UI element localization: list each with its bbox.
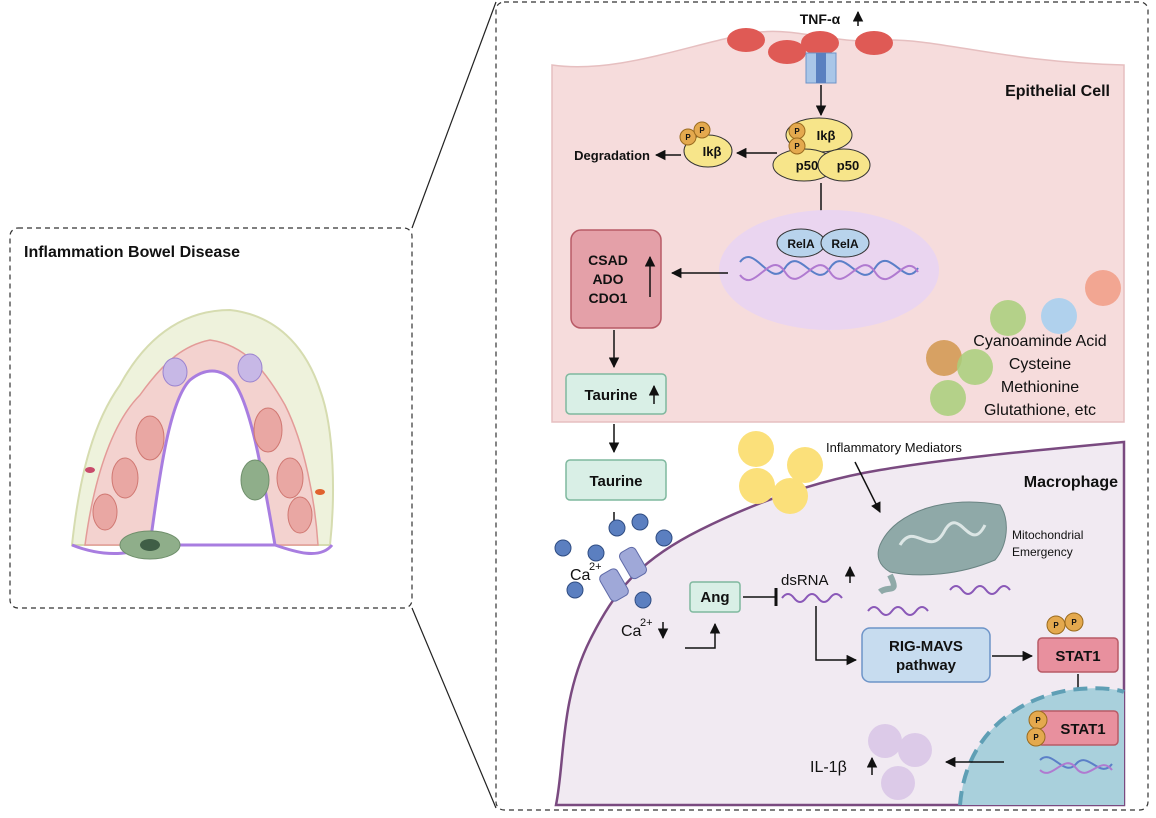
mediators-label: Inflammatory Mediators (826, 440, 962, 455)
taurine-box-macrophage (565, 459, 667, 501)
ca-label-inside: Ca (621, 623, 642, 640)
calcium-ions (554, 513, 673, 609)
epithelial-nucleus (719, 210, 939, 330)
mediator-dots (738, 431, 823, 514)
stat1-box (1037, 637, 1119, 673)
complex-phospho-1: P (794, 127, 800, 136)
enzyme-ado: ADO (592, 271, 623, 287)
ibd-panel: Inflammation Bowel Disease (9, 227, 413, 609)
tnf-label: TNF-α (800, 11, 841, 27)
tnf-receptor (727, 28, 893, 84)
precursor-4: Glutathione, etc (984, 402, 1096, 419)
taurine-box-epithelial (565, 373, 667, 415)
stat1-nuclear-phospho-2 (1026, 727, 1046, 747)
il1b-label: IL-1β (810, 759, 847, 776)
complex-p50-left-label: p50 (796, 158, 818, 173)
rela-label-left: RelA (787, 237, 815, 251)
complex-p50-right-label: p50 (837, 158, 859, 173)
stat1-nuclear-label: STAT1 (1060, 721, 1105, 738)
dsrna-squiggle-1 (867, 606, 929, 616)
ca-sup-inside: 2+ (640, 617, 653, 629)
mitochondria (877, 501, 1007, 595)
ibd-title: Inflammation Bowel Disease (24, 244, 240, 261)
ca-sup-outside: 2+ (589, 561, 602, 573)
complex-phospho-2: P (794, 142, 800, 151)
arrow-ca-to-ang (685, 622, 721, 649)
stat1-nuclear-phospho-label-1: P (1035, 716, 1041, 725)
stat1-phospho-2 (1064, 612, 1084, 632)
free-ikb (679, 121, 733, 168)
mito-label-line1: Mitochondrial (1012, 528, 1083, 542)
ikb-p50-complex (772, 117, 871, 182)
free-ikb-phospho-2: P (699, 126, 705, 135)
precursor-dots (926, 270, 1121, 416)
rela-label-right: RelA (831, 237, 859, 251)
stat1-phospho-label-1: P (1053, 621, 1059, 630)
enzyme-box (570, 229, 662, 329)
arrow-mediators-to-mito (854, 461, 881, 513)
dsrna-label: dsRNA (781, 572, 829, 589)
pathway-line1: RIG-MAVS (889, 638, 963, 655)
enzyme-cdo1: CDO1 (589, 290, 628, 306)
calcium-channel (599, 546, 647, 602)
stat1-phospho-label-2: P (1071, 618, 1077, 627)
ca-label-outside: Ca (570, 567, 591, 584)
ang-box (689, 581, 741, 613)
rig-mavs-box (861, 627, 991, 683)
macrophage-label: Macrophage (1024, 474, 1118, 491)
stat1-label: STAT1 (1055, 648, 1100, 665)
complex-ikb-label: Ikβ (817, 128, 836, 143)
free-ikb-phospho-1: P (685, 133, 691, 142)
epithelial-cell-label: Epithelial Cell (1005, 83, 1110, 100)
taurine-label-macrophage: Taurine (589, 473, 642, 490)
pathway-line2: pathway (896, 657, 957, 674)
degradation-label: Degradation (574, 148, 650, 163)
precursor-2: Cysteine (1009, 356, 1071, 373)
enzyme-csad: CSAD (588, 252, 628, 268)
villus-illustration (70, 308, 334, 560)
ang-label: Ang (700, 589, 729, 606)
zoom-connector-bottom (411, 607, 497, 809)
precursor-1: Cyanoaminde Acid (973, 333, 1106, 350)
precursor-3: Methionine (1001, 379, 1079, 396)
arrow-dsrna-to-pathway (815, 606, 858, 666)
stat1-nuclear-phospho-label-2: P (1033, 733, 1039, 742)
dsrna-squiggle-main (781, 593, 843, 603)
zoom-connector-top (411, 1, 497, 229)
mito-label-line2: Emergency (1012, 545, 1073, 559)
il1b-dots (868, 724, 932, 800)
dsrna-squiggle-2 (949, 585, 1011, 595)
free-ikb-label: Ikβ (703, 144, 722, 159)
taurine-label-epithelial: Taurine (584, 387, 637, 404)
